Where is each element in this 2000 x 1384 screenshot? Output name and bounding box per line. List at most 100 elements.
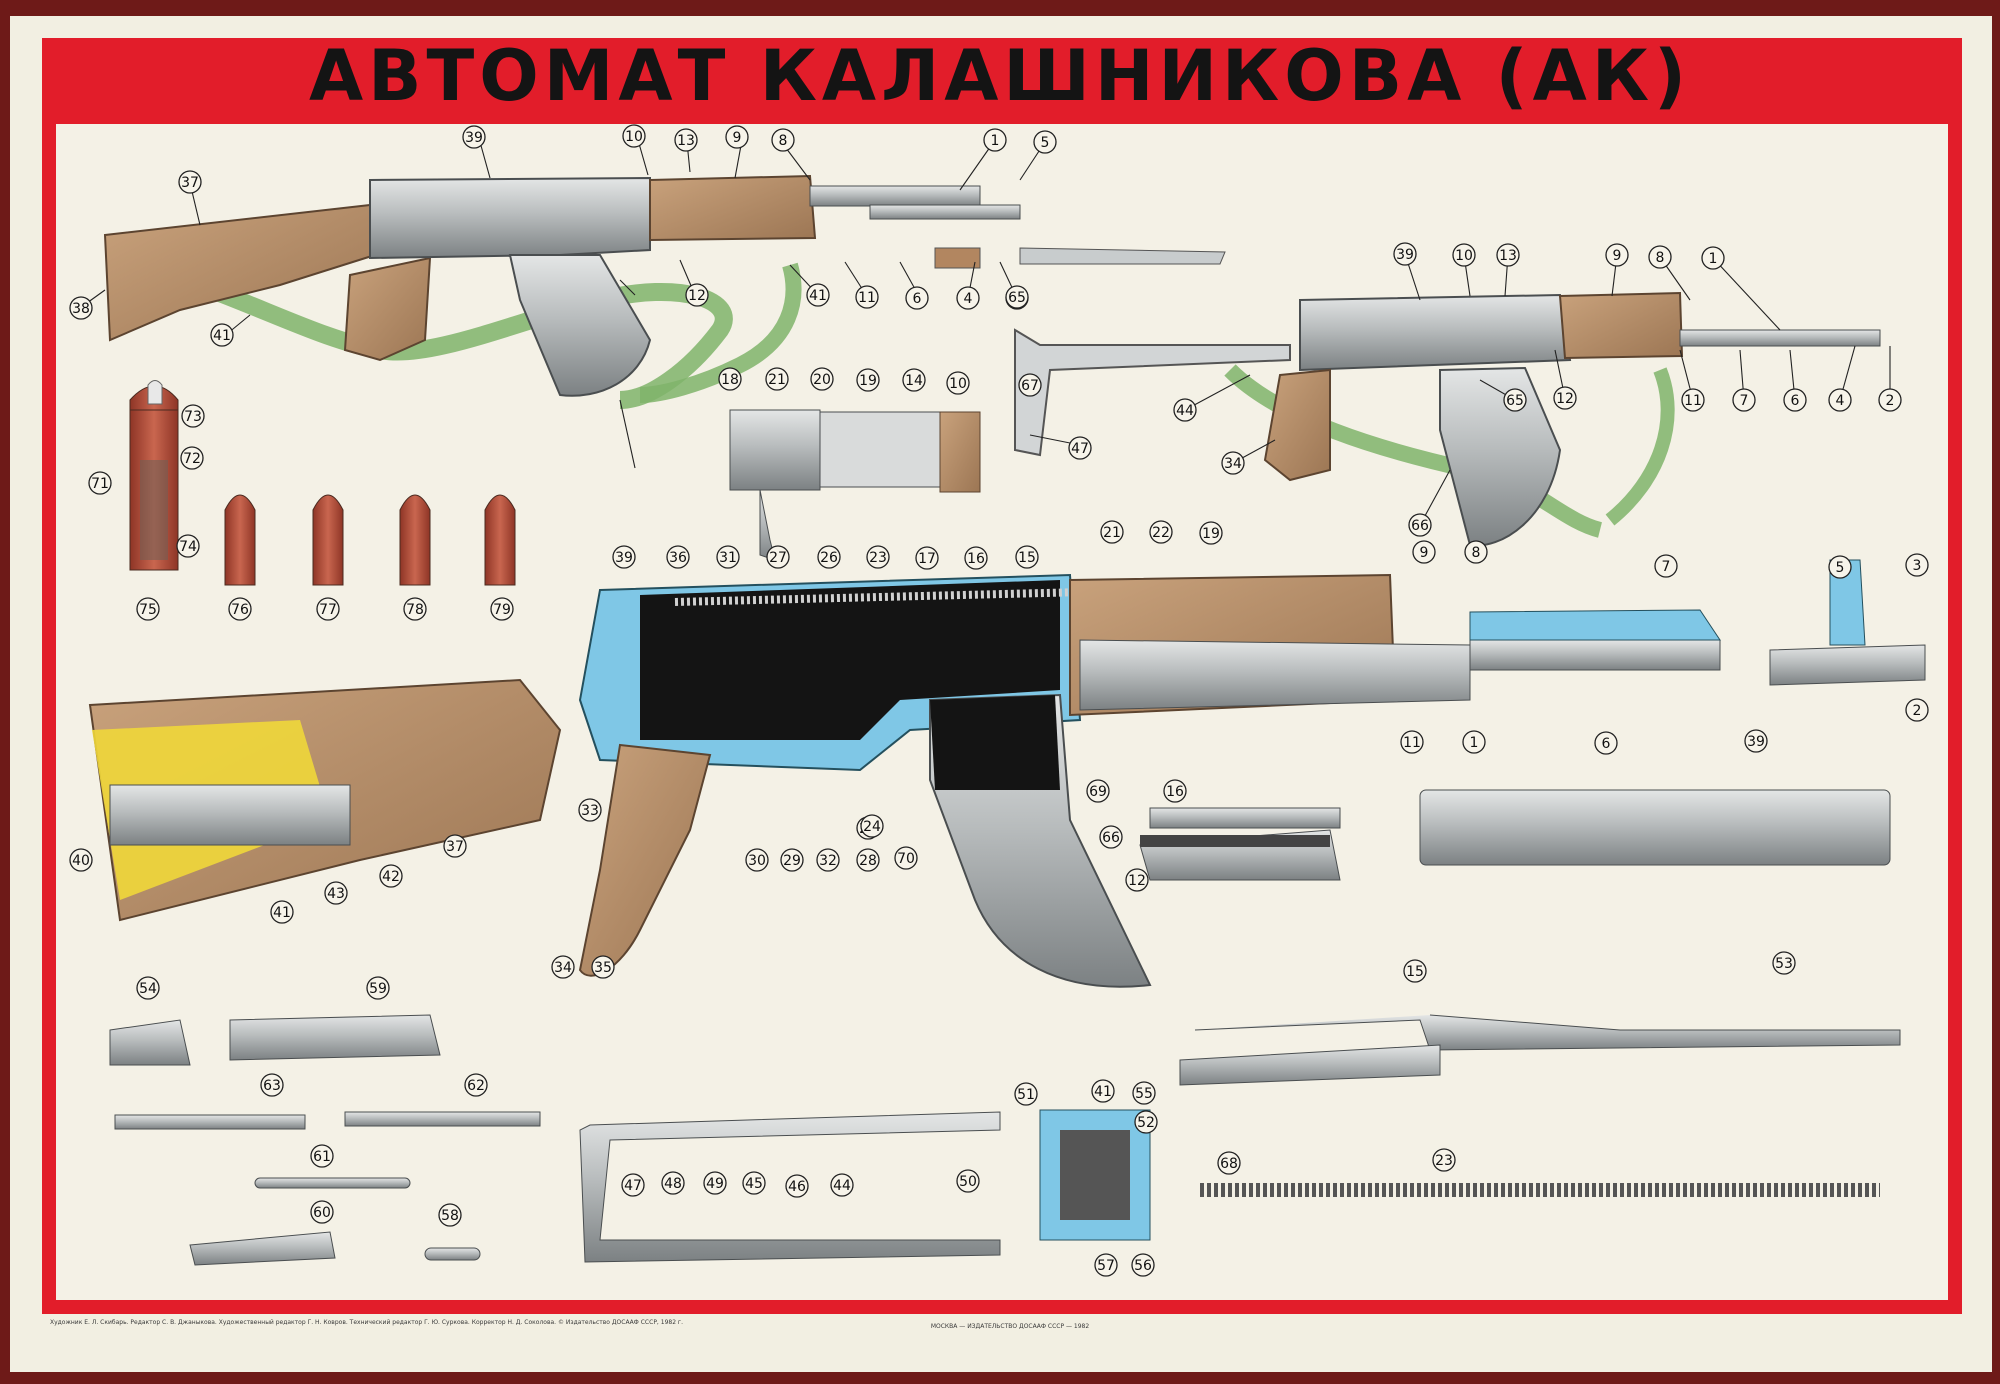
- cartridges: [129, 380, 516, 586]
- callout-56: 56: [1131, 1253, 1155, 1277]
- callout-circle: [462, 125, 486, 149]
- callout-68: 68: [1217, 1151, 1241, 1175]
- callout-39: 39: [462, 125, 486, 149]
- footer-credits: Художник Е. Л. Скибарь. Редактор С. В. Д…: [50, 1319, 683, 1326]
- callout-number: 16: [967, 551, 985, 567]
- poster-title: АВТОМАТ КАЛАШНИКОВА (АК): [308, 35, 1692, 117]
- callout-circle: [830, 1173, 854, 1197]
- callout-number: 38: [72, 301, 90, 317]
- callout-number: 68: [1220, 1156, 1238, 1172]
- callout-number: 1: [1709, 251, 1718, 267]
- callout-1: 1: [1701, 246, 1725, 270]
- callout-number: 47: [624, 1178, 642, 1194]
- callout-50: 50: [956, 1169, 980, 1193]
- callout-number: 6: [1791, 393, 1800, 409]
- callout-circle: [438, 1203, 462, 1227]
- callout-circle: [379, 864, 403, 888]
- callout-55: 55: [1132, 1081, 1156, 1105]
- callout-29: 29: [780, 848, 804, 872]
- callout-11: 11: [855, 285, 879, 309]
- callout-54: 54: [136, 976, 160, 1000]
- callout-65: 65: [1005, 285, 1029, 309]
- callout-circle: [1496, 243, 1520, 267]
- callout-circle: [766, 545, 790, 569]
- callout-number: 34: [554, 960, 572, 976]
- callout-circle: [1403, 959, 1427, 983]
- callout-circle: [310, 1200, 334, 1224]
- callout-circle: [1654, 554, 1678, 578]
- callout-15: 15: [1403, 959, 1427, 983]
- callout-number: 26: [820, 550, 838, 566]
- callout-76: 76: [228, 597, 252, 621]
- callout-number: 51: [1017, 1087, 1035, 1103]
- callout-circle: [1018, 373, 1042, 397]
- callout-number: 19: [859, 373, 877, 389]
- callout-number: 69: [1089, 784, 1107, 800]
- callout-circle: [490, 597, 514, 621]
- callout-circle: [1701, 246, 1725, 270]
- callout-number: 72: [183, 451, 201, 467]
- callout-circle: [1464, 540, 1488, 564]
- callout-72: 72: [180, 446, 204, 470]
- callout-number: 4: [964, 291, 973, 307]
- callout-1: 1: [1462, 730, 1486, 754]
- callout-31: 31: [716, 545, 740, 569]
- callout-circle: [1033, 130, 1057, 154]
- callout-number: 76: [231, 602, 249, 618]
- callout-number: 43: [327, 886, 345, 902]
- callout-39: 39: [1744, 729, 1768, 753]
- callout-circle: [1132, 1081, 1156, 1105]
- callout-35: 35: [591, 955, 615, 979]
- callout-circle: [622, 124, 646, 148]
- callout-number: 22: [1152, 525, 1170, 541]
- callout-number: 70: [897, 851, 915, 867]
- callout-number: 41: [1094, 1084, 1112, 1100]
- callout-30: 30: [745, 848, 769, 872]
- callout-number: 40: [72, 853, 90, 869]
- callout-circle: [310, 1144, 334, 1168]
- callout-number: 39: [615, 550, 633, 566]
- callout-23: 23: [866, 545, 890, 569]
- callout-circle: [1772, 951, 1796, 975]
- callout-43: 43: [324, 881, 348, 905]
- callout-77: 77: [316, 597, 340, 621]
- callout-number: 8: [779, 133, 788, 149]
- callout-66: 66: [1408, 513, 1432, 537]
- callout-circle: [270, 900, 294, 924]
- callout-circle: [1125, 868, 1149, 892]
- callout-79: 79: [490, 597, 514, 621]
- callout-number: 41: [273, 905, 291, 921]
- callout-4: 4: [1828, 388, 1852, 412]
- callout-circle: [1783, 388, 1807, 412]
- callout-circle: [1091, 1079, 1115, 1103]
- callout-18: 18: [718, 367, 742, 391]
- callout-number: 44: [833, 1178, 851, 1194]
- callout-circle: [1134, 1110, 1158, 1134]
- callout-circle: [69, 296, 93, 320]
- callout-number: 32: [819, 853, 837, 869]
- callout-number: 1: [1470, 735, 1479, 751]
- callout-circle: [612, 545, 636, 569]
- callout-circle: [1828, 555, 1852, 579]
- callout-number: 33: [581, 803, 599, 819]
- callout-17: 17: [915, 546, 939, 570]
- callout-circle: [1163, 779, 1187, 803]
- callout-circle: [1503, 388, 1527, 412]
- callout-number: 7: [1740, 393, 1749, 409]
- callout-number: 71: [91, 476, 109, 492]
- callout-number: 20: [813, 372, 831, 388]
- callout-3: 3: [1905, 553, 1929, 577]
- callout-21: 21: [1100, 520, 1124, 544]
- callout-41: 41: [270, 900, 294, 924]
- callout-circle: [817, 545, 841, 569]
- callout-circle: [856, 368, 880, 392]
- callout-number: 74: [179, 539, 197, 555]
- callout-7: 7: [1732, 388, 1756, 412]
- callout-58: 58: [438, 1203, 462, 1227]
- callout-circle: [964, 546, 988, 570]
- callout-12: 12: [1553, 386, 1577, 410]
- callout-circle: [228, 597, 252, 621]
- callout-circle: [1393, 242, 1417, 266]
- callout-number: 44: [1176, 403, 1194, 419]
- callout-4: 4: [956, 286, 980, 310]
